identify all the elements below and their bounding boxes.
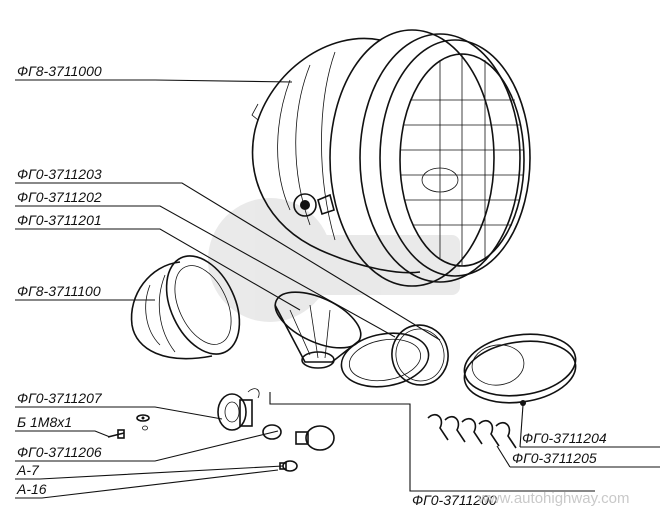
gasket-drawing xyxy=(391,324,449,386)
lens-ribbing xyxy=(401,54,523,266)
headlamp-assembly-drawing xyxy=(251,29,531,287)
watermark-emblem xyxy=(208,198,460,322)
label-housing-shell: ФГ8-3711100 xyxy=(17,283,101,299)
spring-clips-drawing xyxy=(427,413,517,449)
label-bolt: Б 1М8х1 xyxy=(17,414,72,430)
bulb-drawings xyxy=(247,388,335,472)
rim-ring-drawing xyxy=(463,333,577,406)
bulb-socket-drawing xyxy=(217,393,253,431)
label-part-200: ФГ0-3711200 xyxy=(412,492,497,508)
label-bulb-a16: А-16 xyxy=(16,481,47,497)
label-bulb-a7: А-7 xyxy=(16,462,40,478)
label-headlamp-assembly: ФГ8-3711000 xyxy=(17,63,102,79)
housing-shell-drawing xyxy=(130,255,241,360)
label-part-205: ФГ0-3711205 xyxy=(512,450,597,466)
label-part-201: ФГ0-3711201 xyxy=(17,212,102,228)
reflector-drawing xyxy=(274,291,362,369)
label-part-207: ФГ0-3711207 xyxy=(17,390,103,406)
label-part-206: ФГ0-3711206 xyxy=(17,444,102,460)
lens-glass-drawing xyxy=(340,332,430,388)
watermark-text: www.autohighway.com xyxy=(477,490,629,507)
label-part-202: ФГ0-3711202 xyxy=(17,189,102,205)
bolt-drawing xyxy=(107,414,150,439)
label-part-203: ФГ0-3711203 xyxy=(17,166,102,182)
leader-lines xyxy=(15,79,660,499)
label-part-204: ФГ0-3711204 xyxy=(522,430,607,446)
